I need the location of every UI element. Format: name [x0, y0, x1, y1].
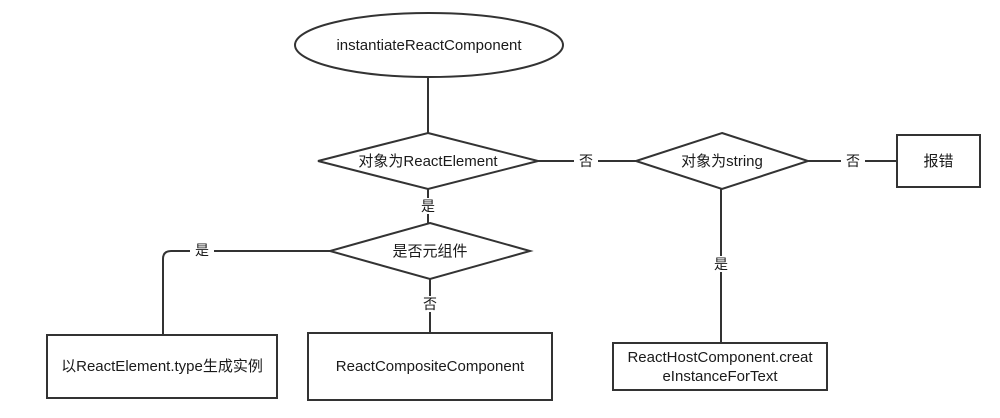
create-from-type-box-label: 以ReactElement.type生成实例	[61, 358, 263, 375]
react-host-label-line1: ReactHostComponent.creat	[627, 348, 813, 366]
is-string-label: 对象为string	[681, 152, 763, 170]
react-composite-box-shape	[307, 332, 553, 401]
is-meta-component-label: 是否元组件	[392, 242, 468, 260]
is-react-element-diamond-shape	[317, 131, 539, 191]
error-box-shape	[896, 134, 981, 188]
connector-ismeta-to-createfromtype	[162, 250, 330, 335]
is-string-diamond-shape	[632, 131, 812, 191]
react-composite-box-label: ReactCompositeComponent	[335, 358, 525, 375]
edge-label-no-isstring-error: 否	[841, 153, 865, 169]
start-node-shape	[294, 12, 564, 78]
error-box-label: 报错	[923, 152, 954, 170]
edge-label-no-ismeta-composite: 否	[418, 296, 442, 312]
start-node-label: instantiateReactComponent	[336, 36, 522, 54]
edge-label-yes-isstring-reacthost: 是	[709, 256, 733, 272]
edge-label-yes-isreactelement-ismeta: 是	[416, 198, 440, 214]
react-host-label-line2: eInstanceForText	[662, 367, 778, 385]
react-host-box-shape	[612, 342, 828, 391]
is-meta-component-diamond-shape	[326, 221, 534, 281]
is-react-element-label: 对象为ReactElement	[358, 152, 498, 170]
edge-label-no-isreactelement-isstring: 否	[574, 153, 598, 169]
edge-label-yes-ismeta-createfromtype: 是	[190, 242, 214, 258]
react-host-box-label: ReactHostComponent.creat eInstanceForTex…	[613, 343, 827, 390]
create-from-type-box-shape	[46, 334, 278, 399]
